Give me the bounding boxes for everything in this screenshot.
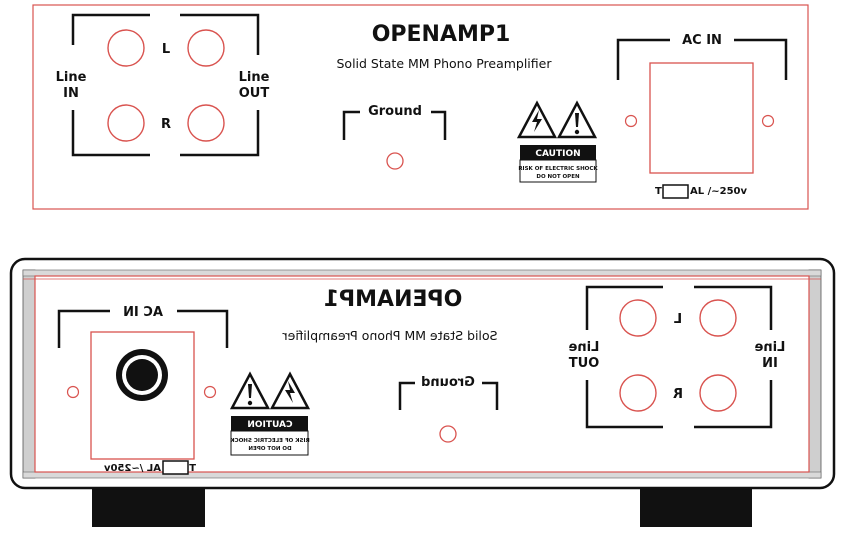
bottom-ac-bracket-left — [57, 309, 110, 348]
bottom-caution-label: CAUTION RISK OF ELECTRIC SHOCK DO NOT OP… — [230, 372, 310, 456]
top-ground-bracket-right — [431, 110, 447, 140]
bottom-warning-line-1: RISK OF ELECTRIC SHOCK — [230, 438, 310, 444]
bottom-warning-line-2: DO NOT OPEN — [248, 446, 292, 452]
bottom-jack-out-r[interactable] — [619, 374, 657, 412]
bottom-fuse-t-label: T — [189, 463, 196, 474]
top-warning-line-2: DO NOT OPEN — [536, 174, 580, 180]
bottom-fuse-rating-label: AL /~250v — [104, 463, 161, 474]
top-line-in-label-1: Line — [56, 70, 87, 85]
top-fuse-holder[interactable] — [662, 184, 689, 199]
top-ground-label: Ground — [368, 104, 422, 119]
top-jack-out-r[interactable] — [187, 104, 225, 142]
top-ground-post[interactable] — [386, 152, 404, 170]
top-fuse-rating-label: AL /~250v — [690, 186, 747, 197]
right-foot — [640, 484, 752, 527]
bottom-line-out-label-1: Line — [568, 340, 599, 355]
bottom-ground-group: Ground — [398, 375, 499, 443]
top-channel-l-label: L — [162, 42, 170, 57]
top-line-out-label-2: OUT — [239, 86, 270, 101]
top-ac-in-group: AC IN T AL /~250v — [616, 33, 788, 199]
top-line-in-bracket-bottom — [71, 110, 150, 157]
bottom-jack-in-r[interactable] — [699, 374, 737, 412]
top-ground-group: Ground — [342, 104, 447, 170]
bottom-jack-group: L R Line OUT Line IN — [568, 285, 785, 429]
top-ac-screw-right — [761, 114, 775, 128]
top-iec-inlet[interactable] — [649, 62, 754, 174]
bottom-line-in-label-1: Line — [754, 340, 785, 355]
top-subtitle: Solid State MM Phono Preamplifier — [337, 56, 553, 71]
top-line-out-label-1: Line — [239, 70, 270, 85]
top-line-out-bracket-top — [180, 13, 260, 55]
bottom-channel-l-label: L — [674, 312, 682, 327]
bottom-title: OPENAMP1 — [324, 287, 463, 312]
top-title: OPENAMP1 — [372, 22, 511, 47]
right-side-rail — [808, 269, 822, 479]
top-caution-banner — [520, 145, 596, 160]
bottom-ground-label: Ground — [421, 375, 475, 390]
inlet-socket-inner — [126, 359, 158, 391]
top-fuse-t-label: T — [655, 186, 662, 197]
top-warning-line-1: RISK OF ELECTRIC SHOCK — [518, 166, 598, 172]
bottom-line-in-label-2: IN — [762, 356, 778, 371]
top-jack-in-l[interactable] — [107, 29, 145, 67]
bottom-ac-in-label: AC IN — [123, 305, 163, 320]
bottom-line-out-label-2: OUT — [569, 356, 600, 371]
top-case-rail — [22, 269, 822, 277]
top-warning-box — [519, 159, 597, 183]
bottom-ac-screw-left — [66, 385, 80, 399]
top-ac-screw-left — [624, 114, 638, 128]
left-side-rail — [22, 269, 36, 479]
bottom-line-in-bracket-bottom — [694, 380, 773, 429]
top-channel-r-label: R — [161, 117, 171, 132]
bottom-jack-in-l[interactable] — [699, 299, 737, 337]
bottom-line-out-bracket-bottom — [585, 380, 663, 429]
bottom-ac-screw-right — [203, 385, 217, 399]
bottom-line-out-bracket-top — [585, 285, 663, 330]
bottom-ground-bracket-right — [482, 381, 499, 410]
bottom-fuse-holder[interactable] — [162, 460, 189, 475]
top-ac-bracket-left — [616, 38, 670, 80]
top-ground-bracket-left — [342, 110, 360, 140]
left-foot — [92, 484, 205, 527]
top-jack-group: L R Line IN Line OUT — [56, 13, 270, 157]
bottom-warning-box — [230, 430, 309, 456]
top-jack-in-r[interactable] — [107, 104, 145, 142]
bottom-ac-bracket-right — [177, 309, 229, 348]
bottom-caution-text: CAUTION — [247, 420, 292, 430]
top-line-in-label-2: IN — [63, 86, 79, 101]
top-ac-in-label: AC IN — [682, 33, 722, 48]
top-panel: L R Line IN Line OUT OPENAMP1 Solid Stat… — [32, 4, 809, 210]
bottom-channel-r-label: R — [673, 387, 683, 402]
bottom-enclosure: AC IN T AL /~250v CAUTION RISK OF ELECTR… — [9, 257, 836, 527]
top-caution-text: CAUTION — [535, 149, 580, 159]
top-caution-label: CAUTION RISK OF ELECTRIC SHOCK DO NOT OP… — [517, 101, 598, 183]
top-jack-out-l[interactable] — [187, 29, 225, 67]
top-ac-bracket-right — [734, 38, 788, 80]
bottom-line-in-bracket-top — [694, 285, 773, 330]
bottom-subtitle: Solid State MM Phono Preamplifier — [282, 328, 498, 343]
bottom-ground-post[interactable] — [439, 425, 457, 443]
bottom-jack-out-l[interactable] — [619, 299, 657, 337]
bottom-ac-in-group: AC IN T AL /~250v — [57, 305, 229, 475]
top-line-in-bracket-top — [71, 13, 150, 45]
top-line-out-bracket-bottom — [180, 110, 260, 157]
bottom-caution-banner — [231, 416, 308, 431]
bottom-ground-bracket-left — [398, 381, 415, 410]
